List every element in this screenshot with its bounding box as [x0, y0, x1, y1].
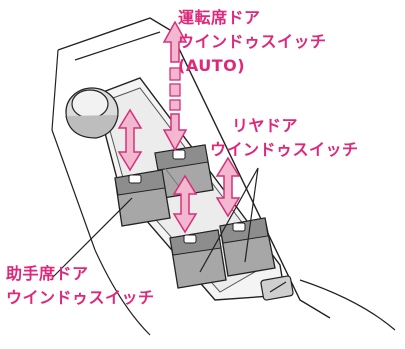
rear-leader-line-2	[244, 167, 259, 263]
driver-label-line3: (AUTO)	[178, 56, 246, 75]
passenger-label-line1: 助手席ドア	[6, 264, 89, 283]
armrest-inner-edge	[74, 31, 161, 61]
passenger-leader-line	[51, 197, 133, 279]
passenger-label-line2: ウインドゥスイッチ	[6, 288, 155, 307]
driver-window-switch	[154, 144, 214, 199]
driver-arrow-up	[162, 20, 188, 63]
rear-right-arrow	[215, 156, 241, 218]
rear-leader-line-1	[199, 167, 259, 273]
passenger-window-switch	[114, 169, 171, 227]
rear-label-line2: ウインドゥスイッチ	[210, 140, 359, 159]
driver-arrow-segmented	[162, 67, 188, 152]
armrest-left-edge	[51, 49, 96, 251]
window-lock-switch	[260, 275, 294, 301]
passenger-door-label: 助手席ドア ウインドゥスイッチ	[6, 262, 155, 310]
driver-label-line1: 運転席ドア	[178, 8, 261, 27]
armrest-right-curve	[299, 279, 396, 331]
armrest-bottom-curve	[94, 249, 151, 336]
rear-left-arrow	[172, 174, 198, 234]
driver-door-label: 運転席ドア ウインドゥスイッチ (AUTO)	[178, 6, 327, 78]
passenger-arrow	[117, 108, 143, 172]
rear-left-window-switch	[169, 229, 227, 289]
rear-label-line1: リヤドア	[232, 116, 299, 135]
rear-door-label: リヤドア ウインドゥスイッチ	[210, 114, 359, 162]
mirror-knob	[65, 87, 119, 139]
driver-label-line2: ウインドゥスイッチ	[178, 32, 327, 51]
